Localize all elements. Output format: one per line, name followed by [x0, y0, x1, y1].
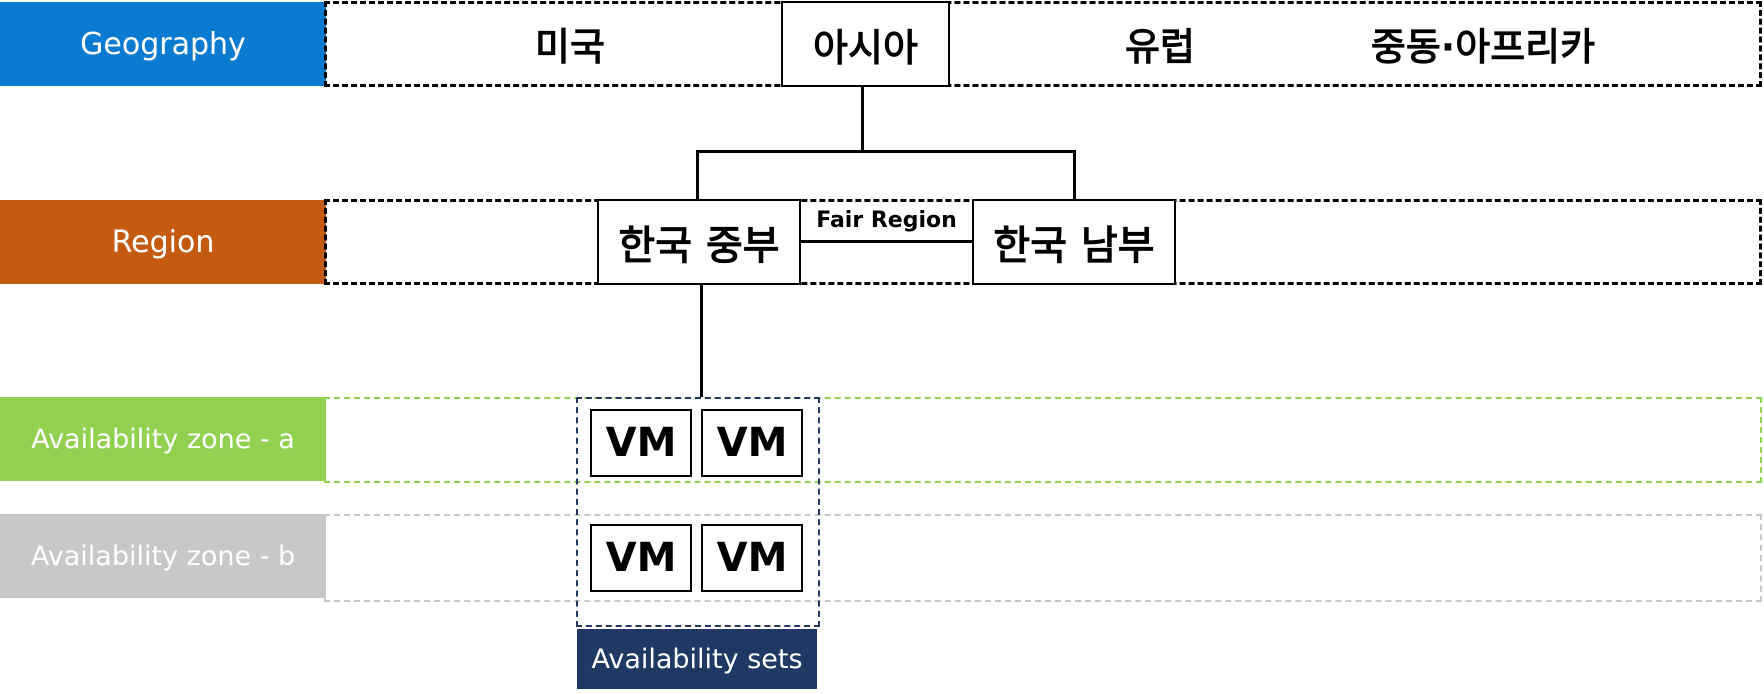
- region-pair-line: [801, 240, 972, 243]
- availability-sets-label: Availability sets: [577, 629, 817, 689]
- geography-europe: 유럽: [1125, 24, 1195, 69]
- geography-us: 미국: [535, 24, 605, 69]
- central-down-line: [700, 285, 703, 397]
- region-label: Region: [0, 200, 326, 284]
- region-pair-label: Fair Region: [816, 208, 957, 233]
- asia-down-line: [861, 87, 864, 151]
- vm-zone-b-1[interactable]: VM: [590, 524, 692, 592]
- region-korea-south[interactable]: 한국 남부: [972, 199, 1176, 285]
- zone-b-lane: [324, 514, 1762, 602]
- geography-label: Geography: [0, 2, 326, 86]
- zone-a-lane: [324, 397, 1762, 483]
- availability-set-container: [576, 397, 820, 627]
- geography-lane: [324, 1, 1762, 87]
- zone-a-label: Availability zone - a: [0, 397, 326, 481]
- vm-zone-b-2[interactable]: VM: [701, 524, 803, 592]
- zone-b-label: Availability zone - b: [0, 514, 326, 598]
- region-branch-line: [696, 150, 1076, 153]
- vm-zone-a-2[interactable]: VM: [701, 409, 803, 477]
- geography-asia[interactable]: 아시아: [781, 1, 950, 87]
- branch-right-drop: [1073, 150, 1076, 200]
- geography-middle-east-africa: 중동·아프리카: [1370, 24, 1596, 69]
- region-korea-central[interactable]: 한국 중부: [597, 199, 801, 285]
- branch-left-drop: [696, 150, 699, 200]
- vm-zone-a-1[interactable]: VM: [590, 409, 692, 477]
